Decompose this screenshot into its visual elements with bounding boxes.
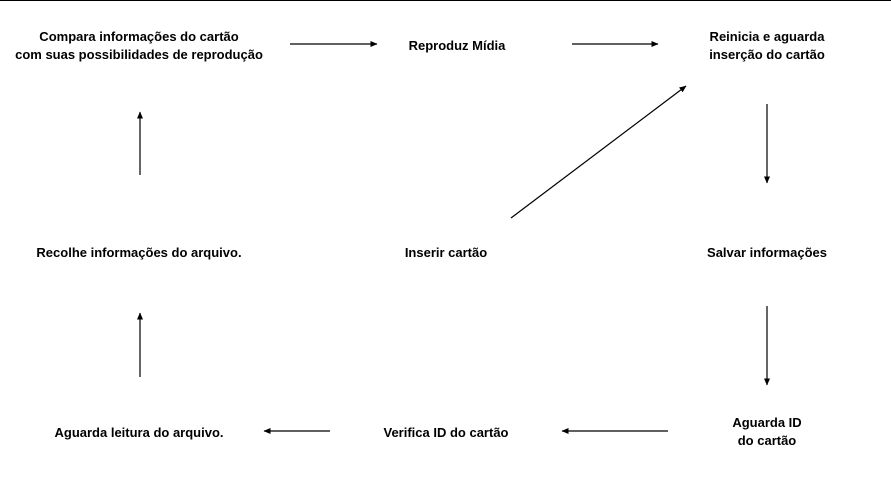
node-compara-line1: Compara informações do cartão [39, 29, 239, 44]
node-salvar-informacoes: Salvar informações [707, 244, 827, 262]
node-inserir-label: Inserir cartão [404, 245, 488, 260]
node-verifica-id: Verifica ID do cartão [384, 424, 509, 442]
node-aguarda-id-line2: do cartão [737, 433, 797, 448]
node-recolhe-label: Recolhe informações do arquivo. [36, 245, 242, 260]
node-aguarda-id: Aguarda ID do cartão [732, 414, 801, 450]
node-compara-informacoes: Compara informações do cartão com suas p… [15, 28, 263, 64]
node-reinicia-line2: inserção do cartão [709, 47, 825, 62]
node-reinicia-line1: Reinicia e aguarda [709, 29, 825, 44]
node-verifica-label: Verifica ID do cartão [383, 425, 509, 440]
node-compara-line2: com suas possibilidades de reprodução [15, 47, 263, 62]
node-inserir-cartao: Inserir cartão [405, 244, 487, 262]
node-reproduz-midia: Reproduz Mídia [409, 37, 506, 55]
top-border [0, 0, 891, 1]
node-aguarda-leitura-label: Aguarda leitura do arquivo. [54, 425, 224, 440]
node-reinicia-aguarda: Reinicia e aguarda inserção do cartão [709, 28, 825, 64]
node-aguarda-leitura: Aguarda leitura do arquivo. [54, 424, 223, 442]
arrow-inserir-to-reinicia [510, 85, 687, 219]
node-recolhe-informacoes: Recolhe informações do arquivo. [36, 244, 241, 262]
node-salvar-label: Salvar informações [707, 245, 827, 260]
node-aguarda-id-line1: Aguarda ID [732, 415, 802, 430]
node-reproduz-label: Reproduz Mídia [408, 38, 506, 53]
